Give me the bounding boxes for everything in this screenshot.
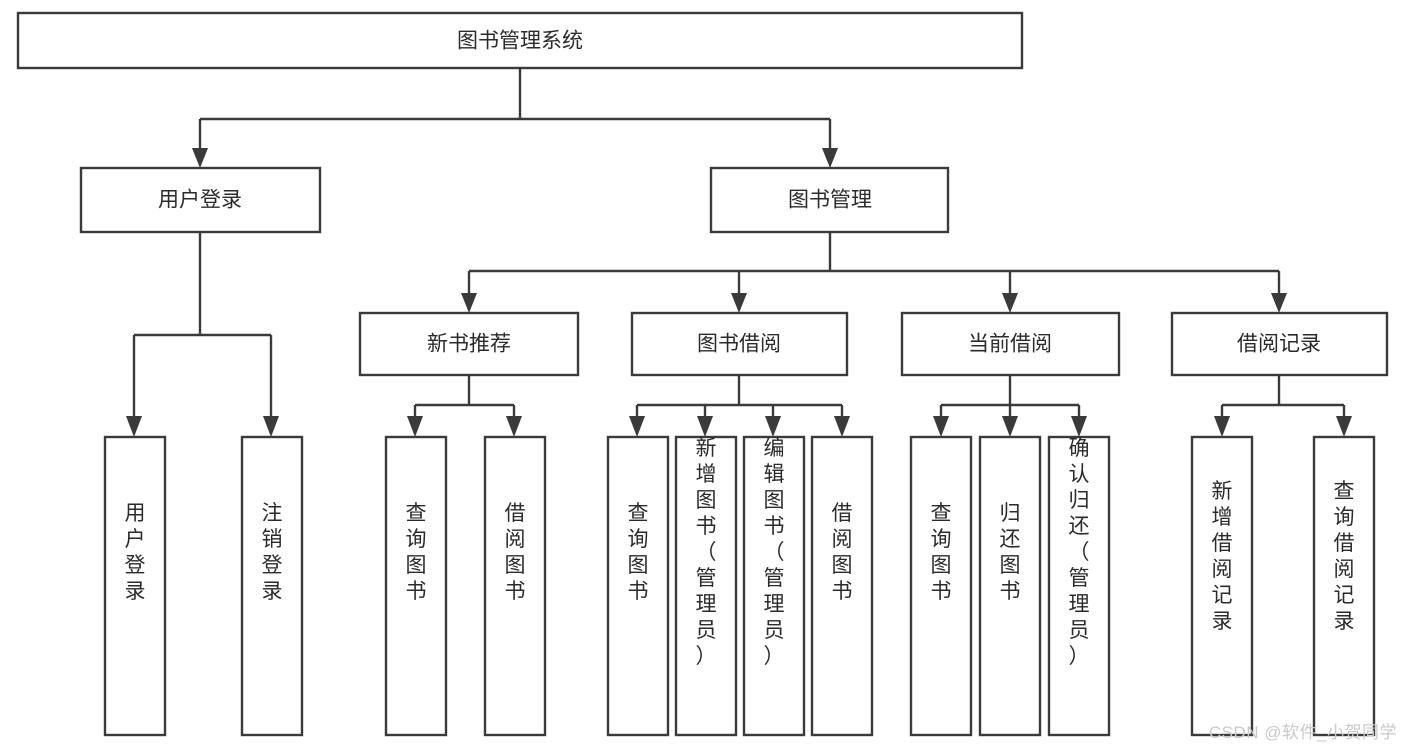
node-book-borrow-label: 图书借阅 xyxy=(697,333,781,356)
node-leaf-query-book-3[interactable]: 查询图书 xyxy=(909,435,973,737)
node-leaf-confirm-return[interactable]: 确认归还（管理员） xyxy=(1047,435,1111,737)
node-leaf-add-book-label: 新增图书（管理员） xyxy=(696,437,717,668)
node-leaf-borrow-book-2-label: 借阅图书 xyxy=(832,502,853,603)
node-leaf-query-record-label: 查询借阅记录 xyxy=(1334,480,1355,633)
node-leaf-borrow-book-2-box[interactable] xyxy=(810,435,874,737)
arrow-head-leaf-return-book xyxy=(1002,416,1018,437)
arrow-head-leaf-add-record xyxy=(1214,416,1230,437)
arrow-head-user-login xyxy=(192,148,208,168)
node-book-borrow-box[interactable] xyxy=(630,311,849,377)
node-leaf-query-book-2-label: 查询图书 xyxy=(628,502,649,603)
arrow-head-leaf-edit-book xyxy=(765,416,781,437)
node-leaf-query-book-1[interactable]: 查询图书 xyxy=(384,435,448,737)
node-leaf-query-book-2-box[interactable] xyxy=(606,435,670,737)
node-leaf-user-login-label: 用户登录 xyxy=(125,502,146,603)
arrow-head-leaf-query-book-3 xyxy=(933,416,949,437)
arrow-head-leaf-borrow-book-2 xyxy=(834,416,850,437)
arrow-head-leaf-confirm-return xyxy=(1071,416,1087,437)
arrow-head-leaf-query-record xyxy=(1336,416,1352,437)
node-borrow-record-label: 借阅记录 xyxy=(1237,333,1321,356)
node-leaf-borrow-book-2[interactable]: 借阅图书 xyxy=(810,435,874,737)
node-leaf-return-book-label: 归还图书 xyxy=(1000,502,1021,603)
arrow-head-new-book-recommend xyxy=(461,293,477,313)
node-leaf-query-book-2[interactable]: 查询图书 xyxy=(606,435,670,737)
node-borrow-record-box[interactable] xyxy=(1170,311,1389,377)
node-current-borrow-label: 当前借阅 xyxy=(968,333,1052,356)
node-leaf-user-login[interactable]: 用户登录 xyxy=(103,435,167,737)
node-new-book-recommend[interactable]: 新书推荐 xyxy=(358,311,580,377)
node-leaf-edit-book-box[interactable] xyxy=(742,435,806,737)
node-root[interactable]: 图书管理系统 xyxy=(16,11,1024,70)
arrow-head-leaf-query-book-2 xyxy=(629,416,645,437)
node-leaf-query-record-box[interactable] xyxy=(1312,435,1376,737)
node-book-management[interactable]: 图书管理 xyxy=(709,166,950,234)
node-leaf-add-book[interactable]: 新增图书（管理员） xyxy=(674,435,738,737)
node-leaf-return-book-box[interactable] xyxy=(978,435,1042,737)
node-user-login-box[interactable] xyxy=(79,166,322,234)
node-leaf-user-logout-box[interactable] xyxy=(240,435,304,737)
node-current-borrow[interactable]: 当前借阅 xyxy=(900,311,1121,377)
node-leaf-user-logout[interactable]: 注销登录 xyxy=(240,435,304,737)
node-leaf-query-record[interactable]: 查询借阅记录 xyxy=(1312,435,1376,737)
node-leaf-user-logout-label: 注销登录 xyxy=(262,502,283,603)
arrow-head-borrow-record xyxy=(1271,293,1287,313)
node-new-book-recommend-box[interactable] xyxy=(358,311,580,377)
node-new-book-recommend-label: 新书推荐 xyxy=(427,333,511,356)
arrow-head-leaf-user-logout xyxy=(263,416,279,437)
node-leaf-query-book-3-label: 查询图书 xyxy=(931,502,952,603)
node-leaf-add-record[interactable]: 新增借阅记录 xyxy=(1190,435,1254,737)
node-borrow-record[interactable]: 借阅记录 xyxy=(1170,311,1389,377)
arrow-head-leaf-query-book-1 xyxy=(407,416,423,437)
arrow-head-book-borrow xyxy=(731,293,747,313)
node-leaf-return-book[interactable]: 归还图书 xyxy=(978,435,1042,737)
node-leaf-borrow-book-1-label: 借阅图书 xyxy=(505,502,526,603)
connectors-layer xyxy=(126,68,1352,437)
arrow-head-leaf-add-book xyxy=(697,416,713,437)
node-leaf-edit-book-label: 编辑图书（管理员） xyxy=(764,437,785,668)
node-book-management-box[interactable] xyxy=(709,166,950,234)
arrow-head-book-management xyxy=(822,148,838,168)
node-leaf-add-record-label: 新增借阅记录 xyxy=(1212,480,1233,633)
node-leaf-borrow-book-1[interactable]: 借阅图书 xyxy=(483,435,547,737)
arrow-head-current-borrow xyxy=(1002,293,1018,313)
node-leaf-confirm-return-label: 确认归还（管理员） xyxy=(1069,437,1090,668)
node-leaf-query-book-1-label: 查询图书 xyxy=(406,502,427,603)
node-leaf-user-login-box[interactable] xyxy=(103,435,167,737)
node-book-management-label: 图书管理 xyxy=(788,189,872,212)
arrow-head-leaf-borrow-book-1 xyxy=(506,416,522,437)
node-book-borrow[interactable]: 图书借阅 xyxy=(630,311,849,377)
node-leaf-edit-book[interactable]: 编辑图书（管理员） xyxy=(742,435,806,737)
node-leaf-borrow-book-1-box[interactable] xyxy=(483,435,547,737)
node-user-login-label: 用户登录 xyxy=(158,189,242,212)
node-root-box[interactable] xyxy=(16,11,1024,70)
node-user-login[interactable]: 用户登录 xyxy=(79,166,322,234)
node-leaf-confirm-return-box[interactable] xyxy=(1047,435,1111,737)
node-leaf-add-book-box[interactable] xyxy=(674,435,738,737)
node-leaf-add-record-box[interactable] xyxy=(1190,435,1254,737)
node-current-borrow-box[interactable] xyxy=(900,311,1121,377)
node-leaf-query-book-3-box[interactable] xyxy=(909,435,973,737)
node-root-label: 图书管理系统 xyxy=(457,30,583,53)
node-leaf-query-book-1-box[interactable] xyxy=(384,435,448,737)
arrow-head-leaf-user-login xyxy=(126,416,142,437)
